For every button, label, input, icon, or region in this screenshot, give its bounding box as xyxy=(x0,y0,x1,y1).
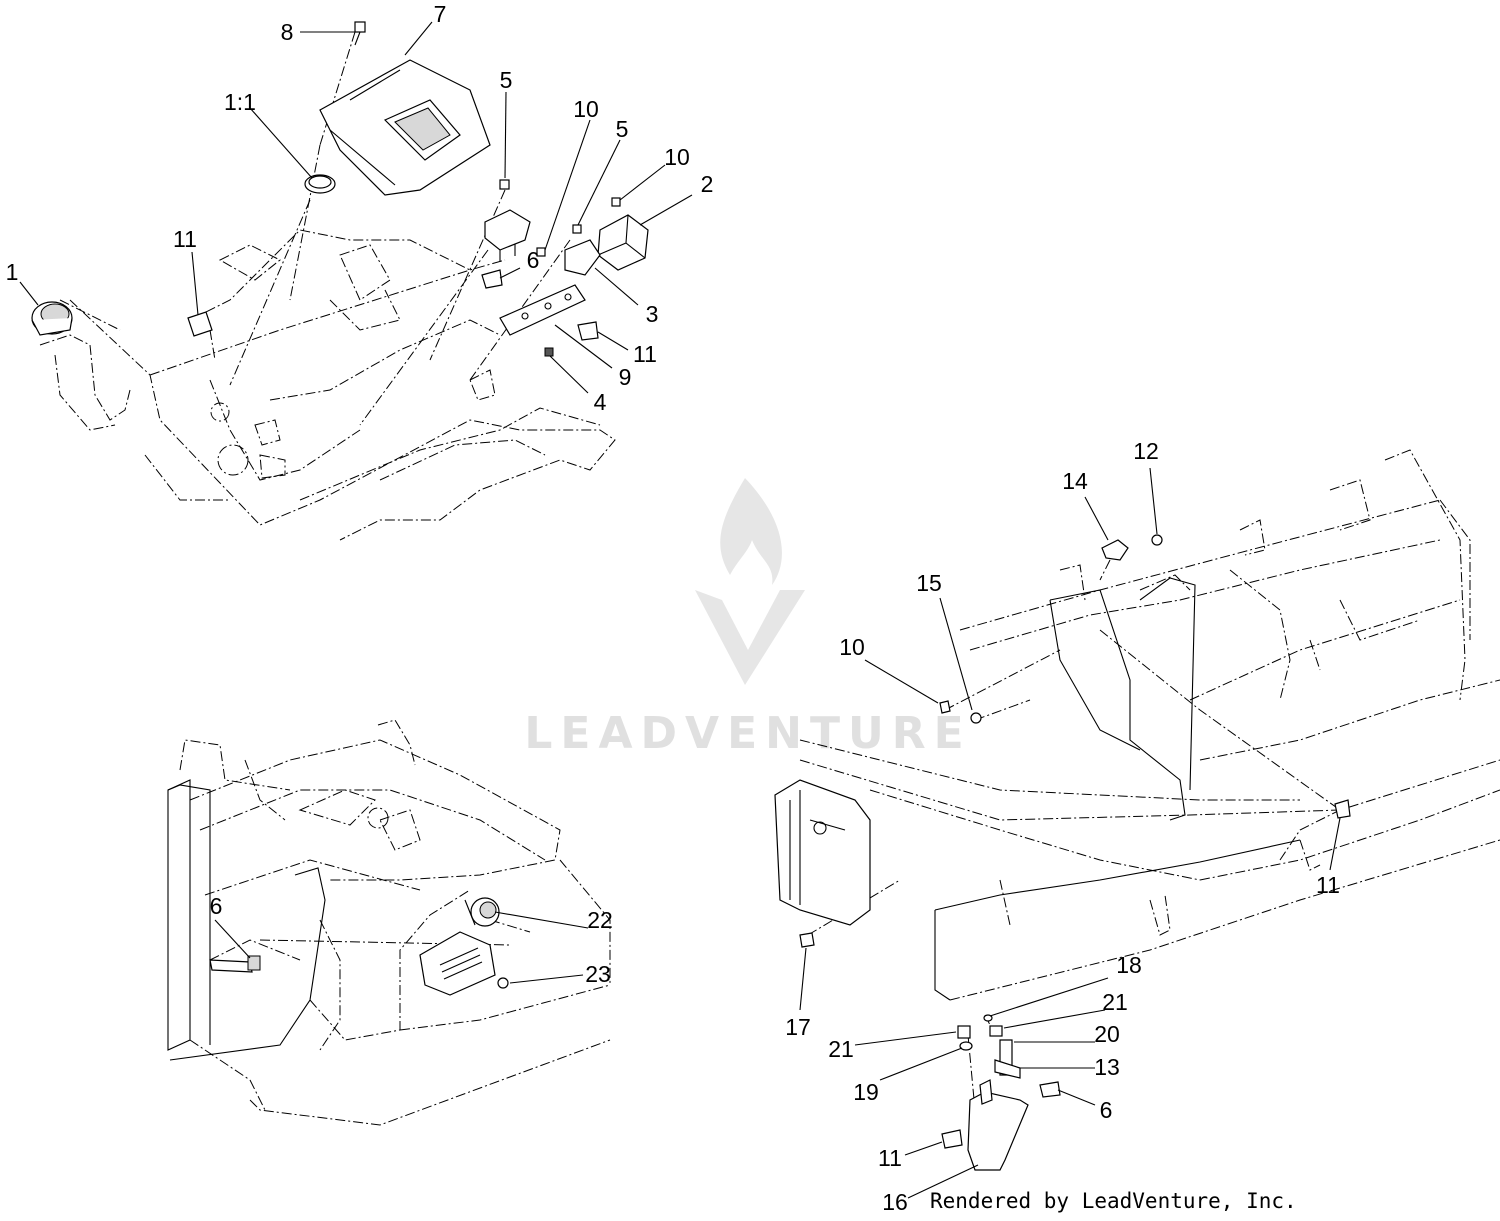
callout-label: 5 xyxy=(616,116,629,142)
callout-label: 1 xyxy=(6,259,19,285)
relay-part xyxy=(564,239,601,276)
screw-part xyxy=(497,977,509,989)
callout-label: 6 xyxy=(1100,1097,1113,1123)
clip-part xyxy=(481,269,503,289)
credit-text: Rendered by LeadVenture, Inc. xyxy=(930,1189,1297,1213)
callout-label: 19 xyxy=(853,1079,879,1105)
callout-label: 1:1 xyxy=(224,89,256,115)
controller-module-part xyxy=(319,59,491,196)
screw-part xyxy=(572,224,582,234)
callout-label: 4 xyxy=(594,389,607,415)
watermark-text: LEADVENTURE xyxy=(524,708,971,759)
top-left-parts xyxy=(31,21,649,357)
sensor-bracket-part xyxy=(967,1079,1029,1171)
bolt-part xyxy=(799,932,815,948)
callout-labels: 8 7 1:1 5 10 5 10 2 11 6 1 3 11 9 4 12 1… xyxy=(6,1,1340,1215)
callout-label: 14 xyxy=(1062,468,1088,494)
callout-label: 11 xyxy=(173,226,197,252)
clip-part xyxy=(247,955,261,971)
relay-part xyxy=(484,179,531,262)
grommet-part xyxy=(304,174,336,194)
callout-label: 21 xyxy=(828,1036,854,1062)
callout-label: 20 xyxy=(1094,1021,1120,1047)
o-ring-part xyxy=(983,1014,993,1022)
callout-label: 12 xyxy=(1133,438,1159,464)
leader-lines xyxy=(19,21,1341,1199)
callout-label: 11 xyxy=(1316,872,1340,898)
clip-part xyxy=(209,959,253,973)
clip-part xyxy=(1334,799,1351,819)
mounting-plate-part xyxy=(1101,539,1129,561)
callout-label: 3 xyxy=(646,301,659,327)
callout-label: 22 xyxy=(587,907,613,933)
callout-label: 6 xyxy=(210,893,223,919)
callout-label: 16 xyxy=(882,1189,908,1215)
right-parts xyxy=(774,534,1351,1171)
sensor-part xyxy=(994,1039,1021,1079)
callout-label: 23 xyxy=(585,961,611,987)
callout-label: 21 xyxy=(1102,989,1128,1015)
nut-part xyxy=(957,1025,971,1039)
clip-part xyxy=(187,311,213,337)
callout-label: 5 xyxy=(500,67,513,93)
horn-part xyxy=(31,301,73,336)
clip-part xyxy=(577,321,599,341)
callout-label: 2 xyxy=(701,171,714,197)
callout-label: 7 xyxy=(434,1,447,27)
callout-label: 8 xyxy=(281,19,294,45)
bolt-part xyxy=(354,21,366,46)
nut-part xyxy=(970,712,982,724)
callout-label: 6 xyxy=(527,247,540,273)
callout-label: 15 xyxy=(916,570,942,596)
watermark: LEADVENTURE xyxy=(524,478,971,759)
callout-label: 10 xyxy=(573,96,599,122)
clip-part xyxy=(941,1129,963,1149)
bolt-part xyxy=(939,700,951,714)
regulator-part xyxy=(419,931,496,996)
controller-module-part xyxy=(774,779,871,926)
screw-part xyxy=(536,247,546,257)
callout-label: 18 xyxy=(1116,952,1142,978)
callout-label: 17 xyxy=(785,1014,811,1040)
callout-label: 11 xyxy=(878,1145,902,1171)
mounting-bracket-part xyxy=(499,284,586,336)
nut-part xyxy=(544,347,554,357)
callout-label: 10 xyxy=(664,144,690,170)
nut-part xyxy=(1151,534,1163,546)
clip-part xyxy=(1039,1081,1061,1098)
frame-right xyxy=(799,449,1500,1111)
callout-label: 10 xyxy=(839,634,865,660)
relay-part xyxy=(597,214,649,271)
switch-part xyxy=(464,897,500,927)
callout-label: 11 xyxy=(633,341,657,367)
nut-part xyxy=(989,1025,1003,1037)
screw-part xyxy=(611,197,621,207)
v-logo-icon xyxy=(695,590,805,685)
callout-label: 13 xyxy=(1094,1054,1120,1080)
washer-part xyxy=(959,1041,973,1051)
bottom-left-parts xyxy=(209,897,509,996)
flame-logo-icon xyxy=(720,478,782,585)
callout-label: 9 xyxy=(619,364,632,390)
frame-top-left xyxy=(39,31,616,541)
frame-bottom-left xyxy=(167,719,611,1126)
